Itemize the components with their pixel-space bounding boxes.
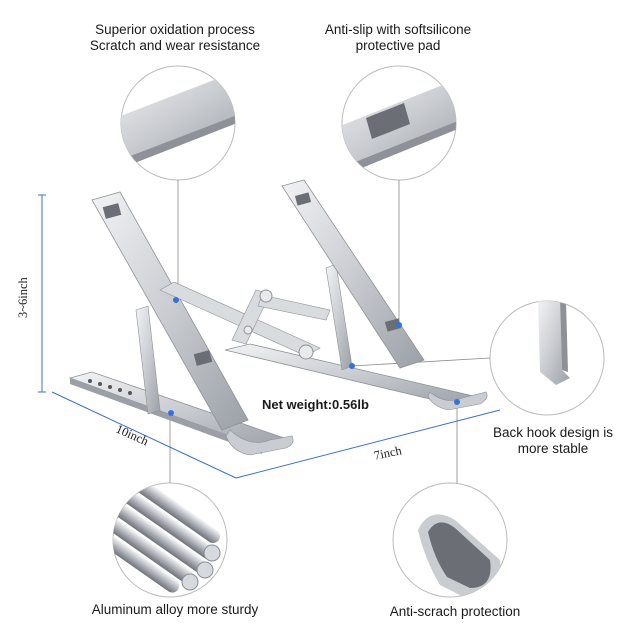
oxidation-detail-circle [120,65,236,181]
aluminum-caption: Aluminum alloy more sturdy [60,602,290,618]
laptop-stand [68,179,488,456]
antiscratch-line-1: Anti-scrach protection [389,604,521,619]
dimension-lines [38,194,501,479]
aluminum-detail-circle [112,482,228,598]
leader-lines [169,180,491,483]
antislip-line-2: protective pad [355,38,441,53]
hook-caption: Back hook design is more stable [478,425,628,457]
height-dimension-label: 3~6inch [16,277,30,318]
oxidation-line-2: Scratch and wear resistance [89,38,261,53]
net-weight-label: Net weight:0.56lb [262,397,369,412]
antislip-line-1: Anti-slip with softsilicone [324,22,472,37]
antiscratch-caption: Anti-scrach protection [360,604,550,620]
antislip-caption: Anti-slip with softsilicone protective p… [308,22,488,54]
oxidation-caption: Superior oxidation process Scratch and w… [80,22,270,54]
hook-detail-circle [489,300,605,416]
hook-line-2: more stable [517,441,589,456]
aluminum-line-1: Aluminum alloy more sturdy [91,602,259,617]
oxidation-line-1: Superior oxidation process [95,22,255,37]
hook-line-1: Back hook design is [492,425,614,440]
antislip-detail-circle [341,65,457,181]
antiscratch-detail-circle [392,482,508,598]
